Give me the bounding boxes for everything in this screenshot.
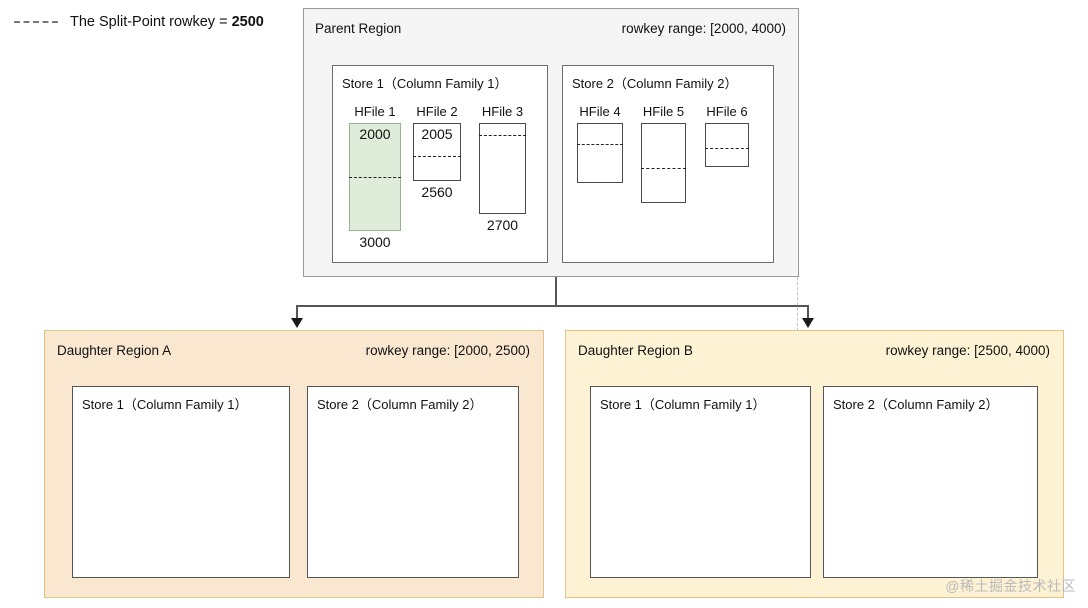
hfile-4-split-line: [577, 143, 623, 145]
daughter-b-store-2-label: Store 2（Column Family 2）: [833, 397, 999, 412]
daughter-a-store-2-label: Store 2（Column Family 2）: [317, 397, 483, 412]
hfile-2-top-key: 2005: [421, 126, 453, 142]
hfile-5-split-line: [641, 167, 686, 169]
hfile-1-box: 2000: [349, 123, 401, 231]
daughter-region-a: Daughter Region A rowkey range: [2000, 2…: [44, 330, 544, 598]
legend-label: The Split-Point rowkey = 2500: [70, 14, 264, 30]
daughter-a-store-2: Store 2（Column Family 2）: [307, 386, 519, 578]
parent-store-1-label: Store 1（Column Family 1）: [342, 76, 508, 91]
parent-region-title: Parent Region: [315, 21, 402, 36]
hfile-2-name: HFile 2: [416, 104, 458, 119]
parent-store-2-label: Store 2（Column Family 2）: [572, 76, 738, 91]
legend: The Split-Point rowkey = 2500: [14, 10, 264, 34]
parent-store-1: Store 1（Column Family 1） HFile 1 2000 30…: [332, 65, 548, 263]
watermark: @稀土掘金技术社区: [945, 578, 1076, 594]
daughter-b-store-2: Store 2（Column Family 2）: [823, 386, 1038, 578]
daughter-a-rowkey-range: rowkey range: [2000, 2500): [365, 343, 530, 358]
hfile-5-box: [641, 123, 686, 203]
hfile-6-name: HFile 6: [706, 104, 748, 119]
connector-branch-right: [807, 305, 809, 320]
daughter-a-store-1: Store 1（Column Family 1）: [72, 386, 290, 578]
daughter-region-b: Daughter Region B rowkey range: [2500, 4…: [565, 330, 1064, 598]
daughter-a-store-1-label: Store 1（Column Family 1）: [82, 397, 248, 412]
hfile-1-name: HFile 1: [354, 104, 396, 119]
hfile-4-name: HFile 4: [579, 104, 621, 119]
connector-branch-left: [296, 305, 298, 320]
split-point-guide-line: [797, 277, 798, 331]
parent-store-2: Store 2（Column Family 2） HFile 4 HFile 5…: [562, 65, 774, 263]
legend-prefix: The Split-Point rowkey =: [70, 14, 232, 30]
daughter-b-store-1-label: Store 1（Column Family 1）: [600, 397, 766, 412]
hfile-1-split-line: [349, 177, 401, 178]
hfile-6-box: [705, 123, 749, 167]
dashed-line-icon: [14, 21, 58, 23]
hfile-6-split-line: [705, 148, 749, 150]
parent-region: Parent Region rowkey range: [2000, 4000)…: [303, 8, 799, 277]
hfile-3-bottom-key: 2700: [486, 217, 519, 233]
hfile-2-split-line: [413, 156, 461, 158]
daughter-a-title: Daughter Region A: [57, 343, 172, 358]
hfile-2-box: 2005: [413, 123, 461, 181]
hfile-1-bottom-key: 3000: [359, 234, 391, 250]
hfile-3-name: HFile 3: [481, 104, 524, 119]
connector-bar: [297, 305, 809, 307]
legend-value: 2500: [231, 14, 264, 30]
daughter-b-title: Daughter Region B: [578, 343, 693, 358]
hfile-3-box: [479, 123, 526, 214]
hfile-4-box: [577, 123, 623, 183]
parent-region-rowkey-range: rowkey range: [2000, 4000): [621, 21, 786, 36]
hfile-1-top-key: 2000: [359, 126, 391, 142]
hfile-3-split-line: [479, 134, 526, 136]
arrow-to-daughter-a: [291, 318, 303, 328]
connector-stem: [555, 277, 557, 306]
hfile-5-name: HFile 5: [642, 104, 685, 119]
hfile-2-bottom-key: 2560: [421, 184, 453, 200]
daughter-b-store-1: Store 1（Column Family 1）: [590, 386, 811, 578]
daughter-b-rowkey-range: rowkey range: [2500, 4000): [885, 343, 1050, 358]
arrow-to-daughter-b: [802, 318, 814, 328]
